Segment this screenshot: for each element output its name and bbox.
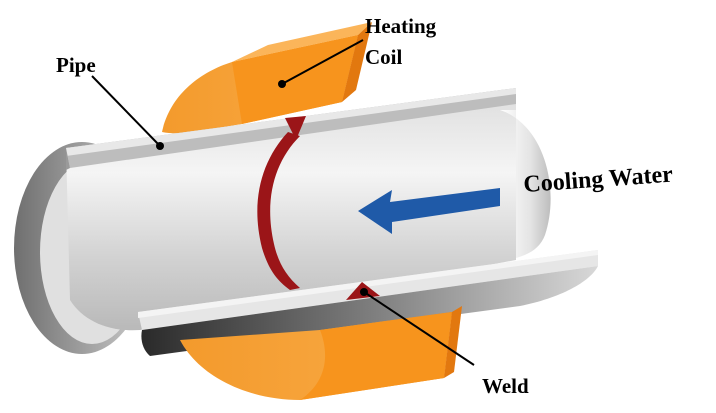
coil-leader-line bbox=[281, 39, 364, 85]
pipe-label: Pipe bbox=[56, 53, 96, 77]
heating-coil-back bbox=[162, 22, 372, 134]
pipe-leader-dot bbox=[156, 142, 164, 150]
weld-leader-line bbox=[363, 291, 475, 366]
heating-coil-label-line2: Coil bbox=[365, 45, 403, 69]
leader-dots bbox=[156, 80, 368, 296]
cooling-water-arrow bbox=[358, 188, 500, 234]
weld-label: Weld bbox=[482, 374, 529, 398]
leader-lines bbox=[91, 39, 475, 366]
coil-leader-dot bbox=[278, 80, 286, 88]
pipe-leader-line bbox=[91, 75, 161, 147]
heating-coil-label-line1: Heating bbox=[365, 14, 437, 38]
weld-leader-dot bbox=[360, 288, 368, 296]
heating-coil-front bbox=[180, 306, 462, 400]
